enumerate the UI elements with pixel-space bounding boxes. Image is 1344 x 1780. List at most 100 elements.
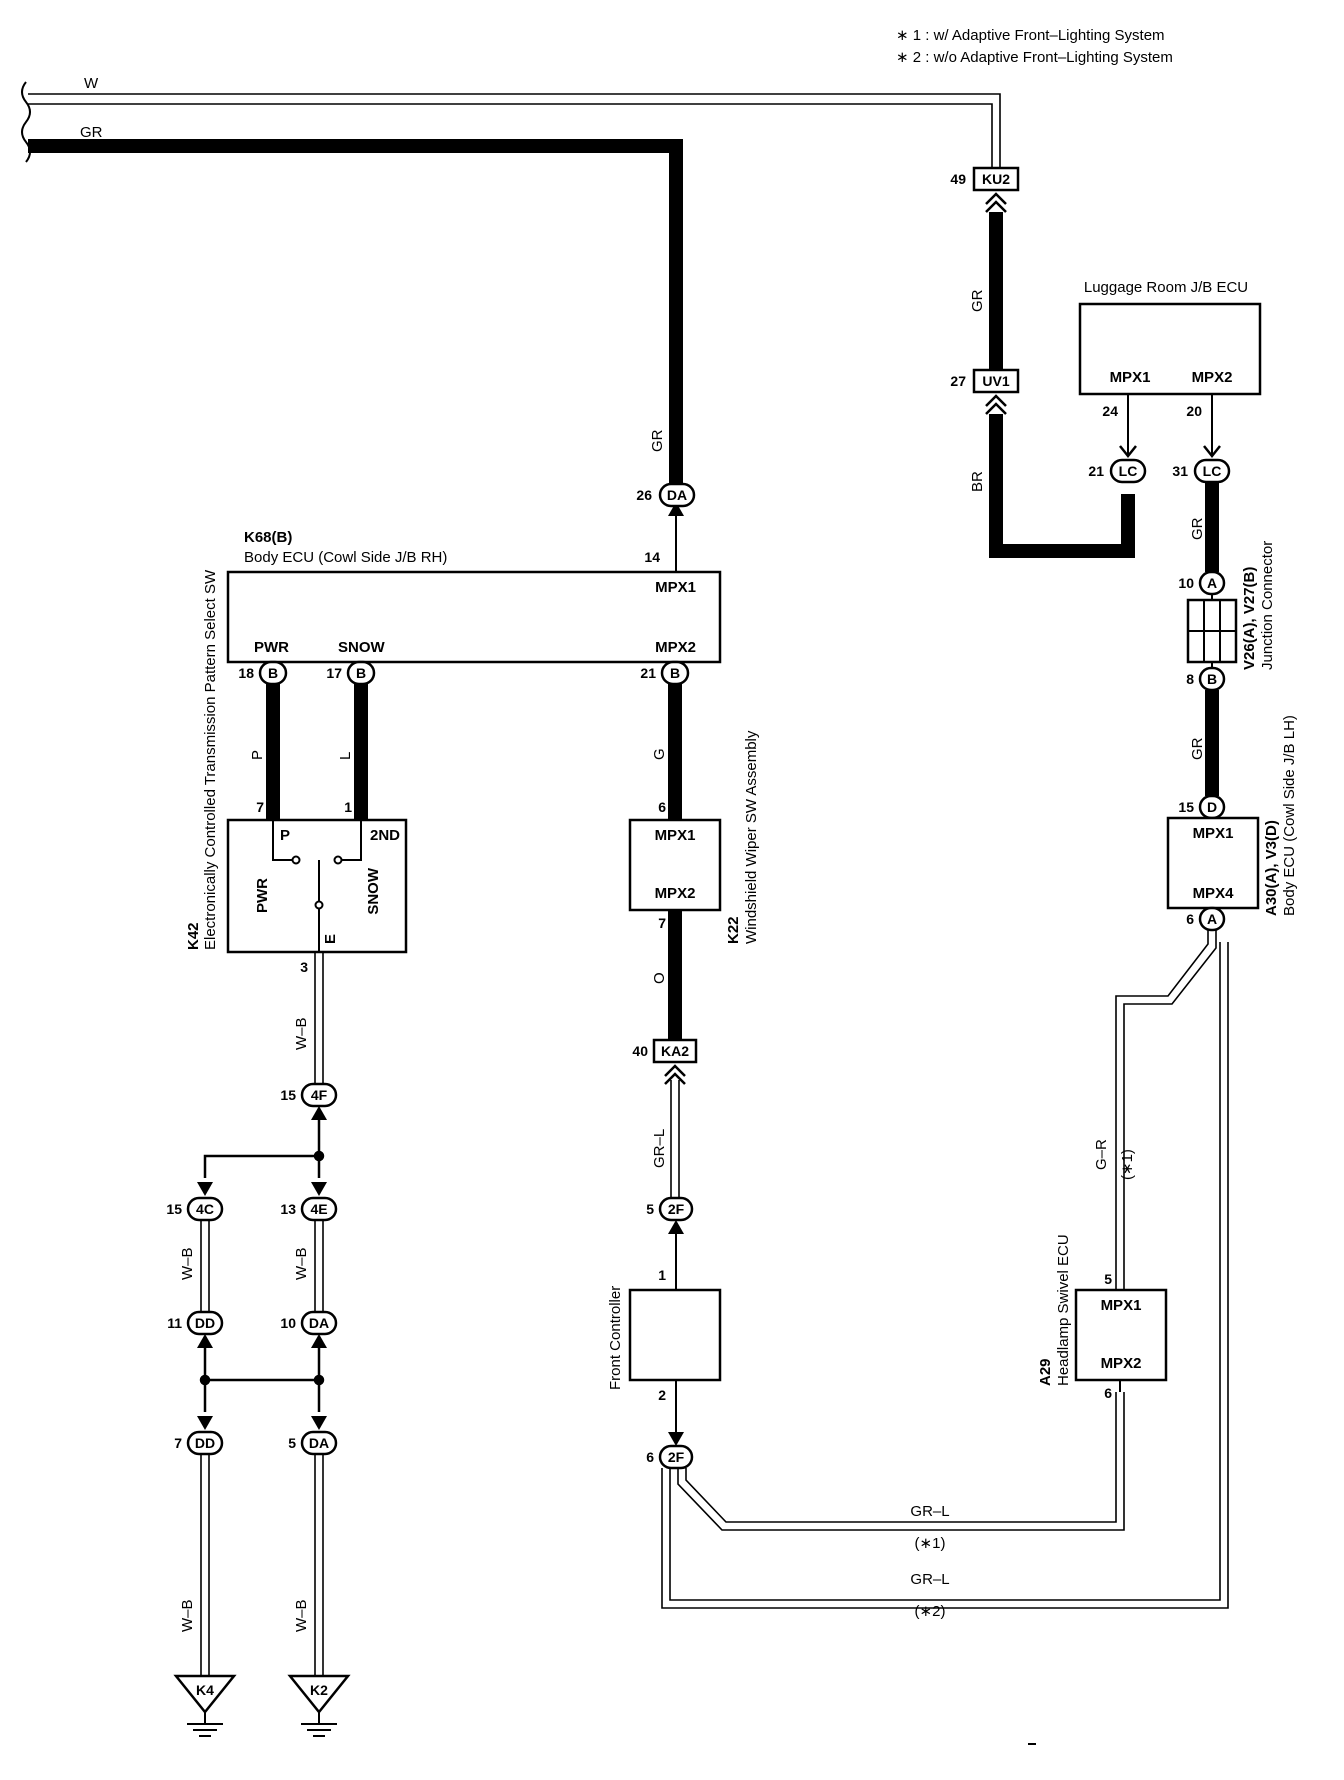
svg-text:1: 1 [658,1267,666,1283]
svg-text:7: 7 [658,915,666,931]
svg-text:DD: DD [195,1435,215,1451]
connector-2f-5: 2F 5 [646,1196,694,1234]
svg-text:MPX2: MPX2 [1101,1355,1142,1372]
svg-text:40: 40 [632,1043,648,1059]
connector-b-17: B 17 [326,660,376,686]
svg-text:49: 49 [950,171,966,187]
connector-da-26: DA 26 [636,482,696,516]
connector-dd-11: DD 11 [167,1310,224,1348]
svg-text:Body ECU (Cowl Side J/B RH): Body ECU (Cowl Side J/B RH) [244,549,447,566]
svg-text:KU2: KU2 [982,171,1010,187]
svg-text:5: 5 [1104,1271,1112,1287]
svg-text:2F: 2F [668,1449,685,1465]
svg-text:10: 10 [1178,575,1194,591]
svg-text:3: 3 [300,959,308,975]
wire-wb-k42 [314,952,324,1084]
svg-text:2ND: 2ND [370,827,400,844]
front-controller: 1 Front Controller 2 [607,1267,722,1403]
k22-windshield-wiper-switch: 6 MPX1 MPX2 K22 Windshield Wiper SW Asse… [628,730,760,944]
svg-text:MPX2: MPX2 [655,639,696,656]
note-1: ∗ 1 : w/ Adaptive Front–Lighting System [896,27,1165,44]
svg-text:MPX1: MPX1 [1101,1297,1142,1314]
ground-k2: K2 [287,1674,351,1737]
svg-text:PWR: PWR [254,878,271,913]
svg-text:6: 6 [1104,1385,1112,1401]
svg-text:4F: 4F [311,1087,328,1103]
svg-text:D: D [1207,799,1217,815]
svg-text:K2: K2 [310,1682,328,1698]
luggage-room-jb-ecu: Luggage Room J/B ECU MPX1 MPX2 24 20 [1078,279,1262,419]
svg-text:Front Controller: Front Controller [607,1286,624,1390]
svg-text:P: P [280,827,290,844]
svg-text:KA2: KA2 [661,1043,689,1059]
wire-w-top [28,93,1001,176]
wire-label-gr-v26: GR [1189,737,1206,760]
wire-grl-1 [677,1392,1125,1531]
ground-branch-lines-2 [199,1348,325,1412]
svg-text:6: 6 [1186,911,1194,927]
wire-label-gr-r: G–R [1093,1139,1110,1170]
wire-label-grl-1: GR–L [910,1503,949,1520]
wire-gr-top [28,139,683,490]
wire-label-gr-ku2: GR [969,289,986,312]
svg-text:18: 18 [238,665,254,681]
connector-ku2-49: KU2 49 [950,166,1020,213]
wire-label-wb-k42: W–B [293,1017,310,1050]
connector-b-21: B 21 [640,660,690,686]
wire-label-l: L [337,752,354,760]
k42-pattern-select-switch: 7 1 P 2ND PWR SNOW E 3 K42 Electronicall… [185,569,408,975]
svg-text:E: E [322,934,339,944]
connector-b-18: B 18 [238,660,288,686]
svg-text:Electronically Controlled Tran: Electronically Controlled Transmission P… [202,569,219,950]
wire-label-gr-r-note: (∗1) [1119,1149,1136,1180]
svg-text:14: 14 [644,549,660,565]
wire-label-grl-2-note: (∗2) [915,1603,946,1620]
wire-label-br: BR [969,471,986,492]
connector-4f-15: 4F 15 [280,1082,338,1120]
wire-label-wb-k4: W–B [179,1599,196,1632]
svg-text:7: 7 [256,799,264,815]
wire-wb-4e [314,1220,324,1312]
svg-text:K22: K22 [725,916,742,944]
wire-label-grl-2: GR–L [910,1571,949,1588]
connector-da-5: DA 5 [288,1416,338,1456]
svg-text:1: 1 [344,799,352,815]
svg-text:SNOW: SNOW [338,639,386,656]
wire-label-g: G [651,748,668,760]
svg-text:4E: 4E [310,1201,327,1217]
junction-connector: V26(A), V27(B) Junction Connector [1186,541,1276,670]
svg-text:K4: K4 [196,1682,214,1698]
connector-d-15: D 15 [1178,794,1226,820]
svg-text:15: 15 [280,1087,296,1103]
svg-text:MPX4: MPX4 [1193,885,1235,902]
connector-b-8: B 8 [1186,666,1226,692]
svg-text:Junction Connector: Junction Connector [1259,541,1276,670]
svg-text:21: 21 [640,665,656,681]
ground-branch-lines [203,1120,325,1178]
connector-a-10: A 10 [1178,570,1226,596]
svg-text:MPX2: MPX2 [1192,369,1233,386]
svg-text:31: 31 [1172,463,1188,479]
wire-label-wb-k2: W–B [293,1599,310,1632]
svg-text:10: 10 [280,1315,296,1331]
connector-2f-6: 2F 6 [646,1444,694,1470]
wire-wb-4c [200,1220,210,1312]
svg-text:8: 8 [1186,671,1194,687]
wire-label-p: P [249,750,266,760]
svg-text:2: 2 [658,1387,666,1403]
connector-da-10: DA 10 [280,1310,338,1348]
svg-text:17: 17 [326,665,342,681]
connector-4c-15: 4C 15 [166,1182,224,1222]
svg-text:LC: LC [1119,463,1138,479]
body-ecu-rh: K68(B) Body ECU (Cowl Side J/B RH) 14 MP… [226,529,722,664]
svg-text:26: 26 [636,487,652,503]
wire-gr-r [1115,930,1217,1290]
svg-text:V26(A), V27(B): V26(A), V27(B) [1241,567,1258,670]
wire-label-wb-4e: W–B [293,1247,310,1280]
wire-br [989,414,1135,558]
svg-text:A30(A), V3(D): A30(A), V3(D) [1263,820,1280,916]
svg-text:PWR: PWR [254,639,289,656]
svg-text:15: 15 [1178,799,1194,815]
svg-text:DA: DA [309,1315,329,1331]
